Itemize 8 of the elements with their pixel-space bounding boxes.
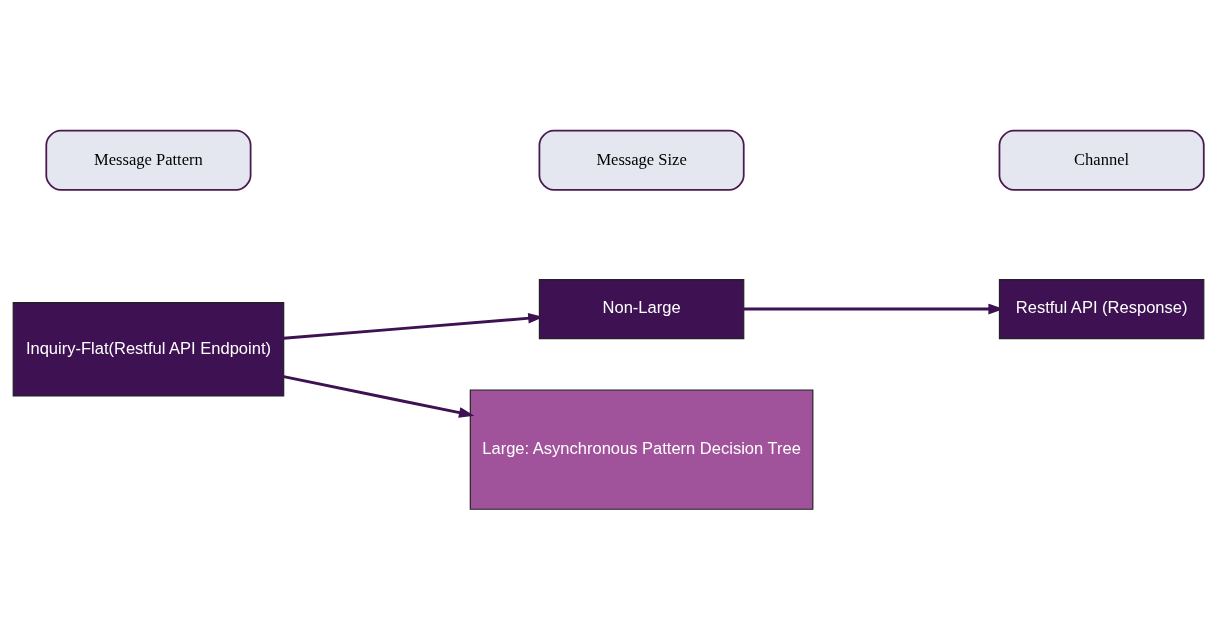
node-box: Restful API (Response) xyxy=(998,278,1205,339)
arrow xyxy=(283,374,475,418)
node-box: Large: Asynchronous Pattern Decision Tree xyxy=(469,388,814,510)
node-box: Channel xyxy=(998,129,1205,191)
node-box: Inquiry-Flat(Restful API Endpoint) xyxy=(12,301,285,396)
node-box: Non-Large xyxy=(538,278,745,339)
node-box: Message Pattern xyxy=(45,129,252,191)
node-box: Message Size xyxy=(538,129,745,191)
